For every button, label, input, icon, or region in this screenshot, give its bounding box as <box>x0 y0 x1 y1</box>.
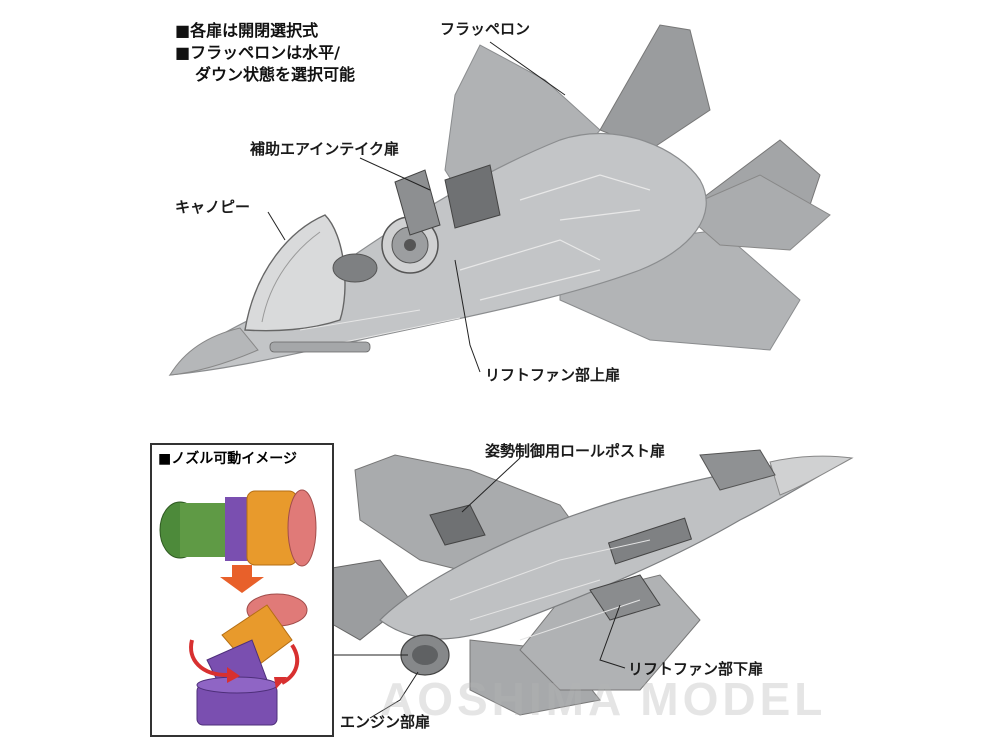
rotate-arrow-2-icon <box>280 643 300 685</box>
note-flaperon-cont: ダウン状態を選択可能 <box>195 65 356 84</box>
watermark-text: AOSHIMA MODEL <box>380 673 827 725</box>
inset-title: ■ノズル可動イメージ <box>158 451 297 467</box>
note-flaperon: ■フラッペロンは水平/ <box>175 43 340 62</box>
label-canopy: キャノピー <box>175 198 251 216</box>
label-roll-post-door: 姿勢制御用ロールポスト扉 <box>485 442 666 460</box>
rotate-arrowhead-2-icon <box>274 677 287 689</box>
nozzle-vectored <box>196 593 308 726</box>
top-aircraft-illustration <box>168 24 831 376</box>
nozzle-inset: ■ノズル可動イメージ <box>150 443 334 737</box>
note-doors: ■各扉は開閉選択式 <box>175 21 319 40</box>
label-flaperon: フラッペロン <box>440 20 531 38</box>
label-engine-door: エンジン部扉 <box>340 713 431 731</box>
arrow-down-icon <box>220 565 264 593</box>
feature-notes: ■各扉は開閉選択式 ■フラッペロンは水平/ ダウン状態を選択可能 <box>175 20 355 86</box>
label-lift-fan-lower-door: リフトファン部下扉 <box>628 660 764 678</box>
label-aux-intake-door: 補助エアインテイク扉 <box>250 140 399 158</box>
label-lift-fan-upper-door: リフトファン部上扉 <box>485 366 621 384</box>
nozzle-diagram <box>159 489 317 726</box>
rotate-arrowhead-icon <box>227 667 240 683</box>
bottom-aircraft-illustration <box>319 449 854 716</box>
rotate-arrow-icon <box>189 639 228 677</box>
nozzle-straight <box>159 489 317 567</box>
